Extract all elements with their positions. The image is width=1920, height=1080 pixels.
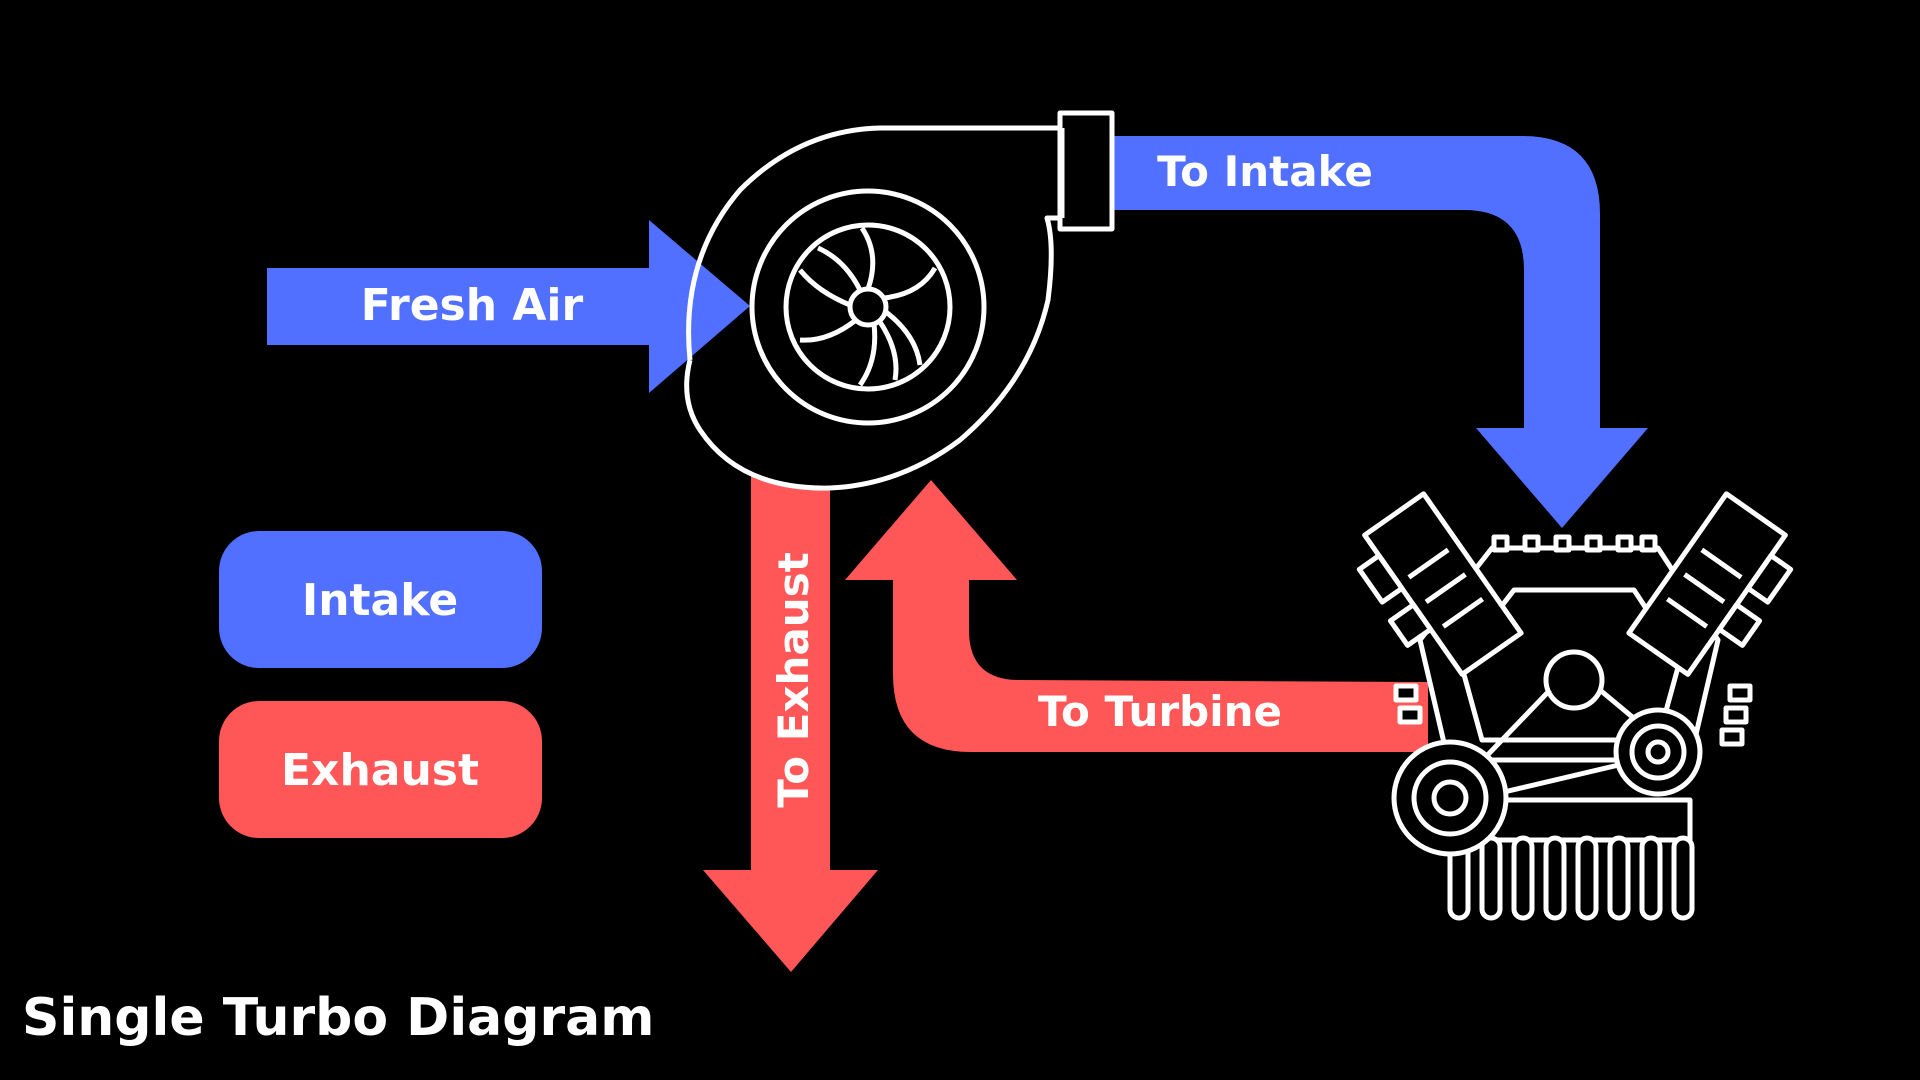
legend: Intake Exhaust	[219, 531, 542, 838]
legend-exhaust-label: Exhaust	[281, 745, 479, 796]
turbocharger-icon	[684, 110, 1115, 491]
to-turbine-label: To Turbine	[1038, 687, 1282, 736]
to-turbine-arrow	[845, 480, 1428, 752]
legend-exhaust-swatch	[219, 701, 542, 838]
v-engine-icon	[1356, 491, 1794, 921]
to-exhaust-arrow	[703, 448, 878, 972]
to-intake-arrow	[1105, 136, 1648, 528]
legend-intake-label: Intake	[302, 575, 458, 626]
fresh-air-label: Fresh Air	[361, 280, 584, 331]
to-intake-label: To Intake	[1157, 147, 1373, 196]
to-exhaust-label: To Exhaust	[769, 552, 818, 808]
legend-intake-swatch	[219, 531, 542, 668]
fresh-air-arrow	[267, 220, 750, 393]
page-title: Single Turbo Diagram	[22, 988, 654, 1048]
